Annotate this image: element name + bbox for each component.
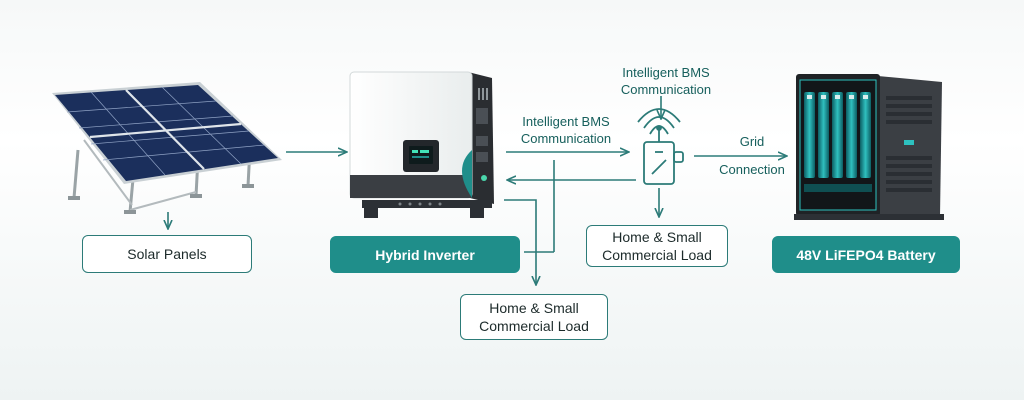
bms-caption-top: Intelligent BMS Communication [620, 65, 712, 97]
connectors [168, 96, 786, 284]
bms-caption-mid: Intelligent BMS Communication [520, 114, 612, 146]
hybrid-inverter-label: Hybrid Inverter [330, 236, 520, 273]
arrow-to-lower-load [504, 199, 536, 284]
bms-device-icon [637, 108, 684, 185]
home-load-lower-label: Home & Small Commercial Load [460, 294, 608, 340]
hybrid-inverter-illustration [349, 71, 494, 218]
solar-panels-label: Solar Panels [82, 235, 252, 273]
battery-illustration [794, 74, 944, 220]
solar-panel-illustration [52, 82, 282, 214]
home-load-right-label: Home & Small Commercial Load [586, 225, 728, 267]
grid-connection-caption: Grid Connection [719, 134, 785, 177]
battery-label: 48V LiFEPO4 Battery [772, 236, 960, 273]
